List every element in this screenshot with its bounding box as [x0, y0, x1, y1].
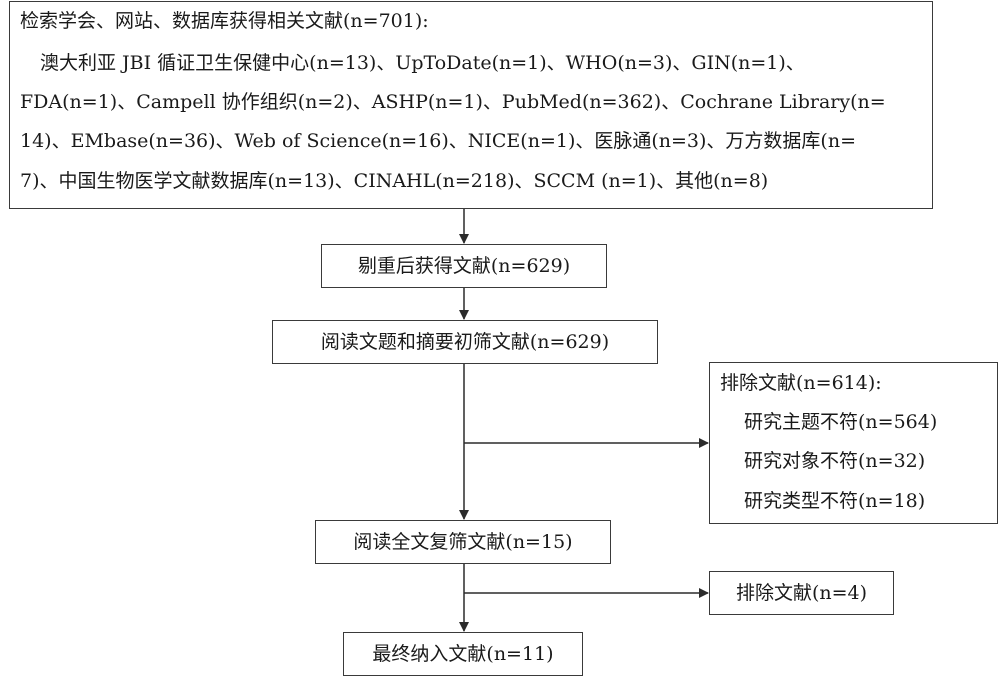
exclusion-title: 排除文献(n=614):: [720, 372, 882, 394]
exclusion-reason-subject: 研究对象不符(n=32): [744, 450, 926, 472]
search-sources-line-1: 澳大利亚 JBI 循证卫生保健中心(n=13)、UpToDate(n=1)、WH…: [40, 52, 805, 74]
exclusion-reason-type: 研究类型不符(n=18): [744, 490, 926, 512]
exclusion-2-label: 排除文献(n=4): [735, 581, 868, 604]
title-abstract-screen-label: 阅读文题和摘要初筛文献(n=629): [320, 330, 610, 353]
fulltext-screen-box: 阅读全文复筛文献(n=15): [315, 520, 611, 564]
search-sources-box: 检索学会、网站、数据库获得相关文献(n=701): 澳大利亚 JBI 循证卫生保…: [9, 1, 933, 209]
dedup-label: 剔重后获得文献(n=629): [357, 254, 571, 277]
exclusion-box-1: 排除文献(n=614): 研究主题不符(n=564) 研究对象不符(n=32) …: [709, 362, 998, 524]
dedup-box: 剔重后获得文献(n=629): [321, 244, 607, 288]
exclusion-box-2: 排除文献(n=4): [709, 571, 894, 615]
final-included-box: 最终纳入文献(n=11): [343, 632, 583, 676]
title-abstract-screen-box: 阅读文题和摘要初筛文献(n=629): [272, 320, 658, 364]
exclusion-reason-topic: 研究主题不符(n=564): [744, 411, 938, 433]
search-sources-line-4: 7)、中国生物医学文献数据库(n=13)、CINAHL(n=218)、SCCM …: [20, 170, 769, 192]
search-sources-line-2: FDA(n=1)、Campell 协作组织(n=2)、ASHP(n=1)、Pub…: [20, 91, 886, 113]
final-included-label: 最终纳入文献(n=11): [372, 642, 554, 665]
search-sources-title: 检索学会、网站、数据库获得相关文献(n=701):: [20, 10, 429, 32]
fulltext-screen-label: 阅读全文复筛文献(n=15): [353, 530, 573, 553]
search-sources-line-3: 14)、EMbase(n=36)、Web of Science(n=16)、NI…: [20, 130, 857, 152]
